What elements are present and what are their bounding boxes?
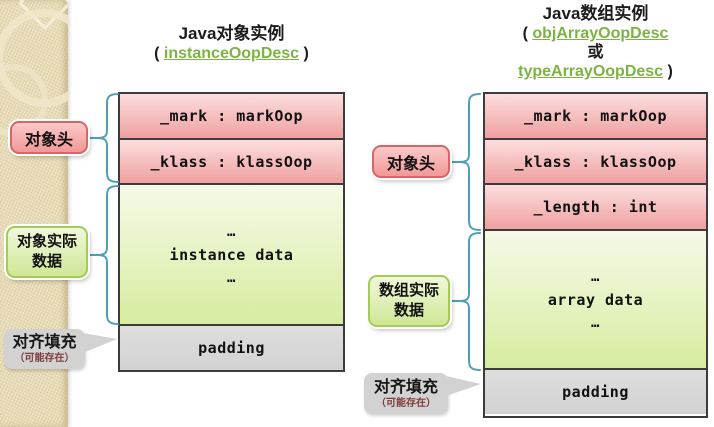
right-paren-open: ( xyxy=(522,25,528,42)
left-callout-tail xyxy=(83,333,117,353)
right-header-connector xyxy=(448,161,460,163)
left-object-data-line1: 对象实际 xyxy=(16,233,77,250)
left-subtitle: ( instanceOopDesc ) xyxy=(118,44,345,63)
right-diagram-title: Java数组实例 ( objArrayOopDesc 或 typeArrayOo… xyxy=(483,4,708,81)
left-paren-close: ) xyxy=(303,45,309,62)
left-row-instance-data: … instance data … xyxy=(120,185,343,326)
left-object-header-label: 对象头 xyxy=(10,121,88,154)
left-object-header-text: 对象头 xyxy=(24,131,73,149)
right-data-connector xyxy=(448,300,460,302)
diamond-ornament xyxy=(17,0,68,31)
instanceOopDesc-link[interactable]: instanceOopDesc xyxy=(163,45,300,62)
right-object-header-label: 对象头 xyxy=(372,145,450,178)
left-padding-callout-note: （可能存在） xyxy=(14,353,75,364)
ellipsis-top: … xyxy=(591,268,600,285)
right-row-length: _length : int xyxy=(485,185,706,231)
ellipsis-top: … xyxy=(227,223,236,240)
right-array-data-line1: 数组实际 xyxy=(378,282,439,299)
left-object-data-line2: 数据 xyxy=(31,253,62,270)
left-header-connector xyxy=(85,137,98,139)
right-memory-box: _mark : markOop _klass : klassOop _lengt… xyxy=(483,92,708,418)
right-callout-tail xyxy=(446,376,481,396)
right-paren-close: ) xyxy=(667,63,673,80)
right-row-mark: _mark : markOop xyxy=(485,94,706,140)
left-object-data-label: 对象实际 数据 xyxy=(6,226,88,278)
left-paren-open: ( xyxy=(154,45,160,62)
right-row-klass: _klass : klassOop xyxy=(485,140,706,185)
right-subtitle-line1: ( objArrayOopDesc xyxy=(483,24,708,43)
left-memory-box: _mark : markOop _klass : klassOop … inst… xyxy=(118,92,345,372)
array-data-text: array data xyxy=(547,290,644,309)
typeArrayOopDesc-link[interactable]: typeArrayOopDesc xyxy=(518,63,664,80)
left-row-mark: _mark : markOop xyxy=(120,94,343,140)
left-row-klass: _klass : klassOop xyxy=(120,140,343,185)
right-array-data-line2: 数据 xyxy=(393,302,424,319)
ellipsis-bottom: … xyxy=(227,269,236,286)
right-subtitle-or: 或 xyxy=(587,44,604,61)
right-row-padding: padding xyxy=(485,370,706,414)
right-title-text: Java数组实例 xyxy=(542,4,649,23)
left-row-padding: padding xyxy=(120,326,343,370)
right-padding-callout-title: 对齐填充 xyxy=(373,378,438,396)
left-padding-callout-title: 对齐填充 xyxy=(12,334,77,351)
left-padding-callout: 对齐填充 （可能存在） xyxy=(4,329,85,369)
right-array-data-label: 数组实际 数据 xyxy=(368,275,450,327)
left-title-text: Java对象实例 xyxy=(178,24,285,43)
instance-data-text: instance data xyxy=(169,245,294,264)
right-padding-callout: 对齐填充 （可能存在） xyxy=(364,373,448,414)
ellipsis-bottom: … xyxy=(591,314,600,331)
right-subtitle-line2: typeArrayOopDesc ) xyxy=(483,62,708,81)
ring-ornament-large xyxy=(0,9,68,107)
right-row-array-data: … array data … xyxy=(485,231,706,370)
left-data-connector xyxy=(85,254,98,256)
right-object-header-text: 对象头 xyxy=(386,155,435,173)
right-padding-callout-note: （可能存在） xyxy=(376,397,436,409)
objArrayOopDesc-link[interactable]: objArrayOopDesc xyxy=(532,25,669,42)
left-diagram-title: Java对象实例 ( instanceOopDesc ) xyxy=(118,24,345,63)
